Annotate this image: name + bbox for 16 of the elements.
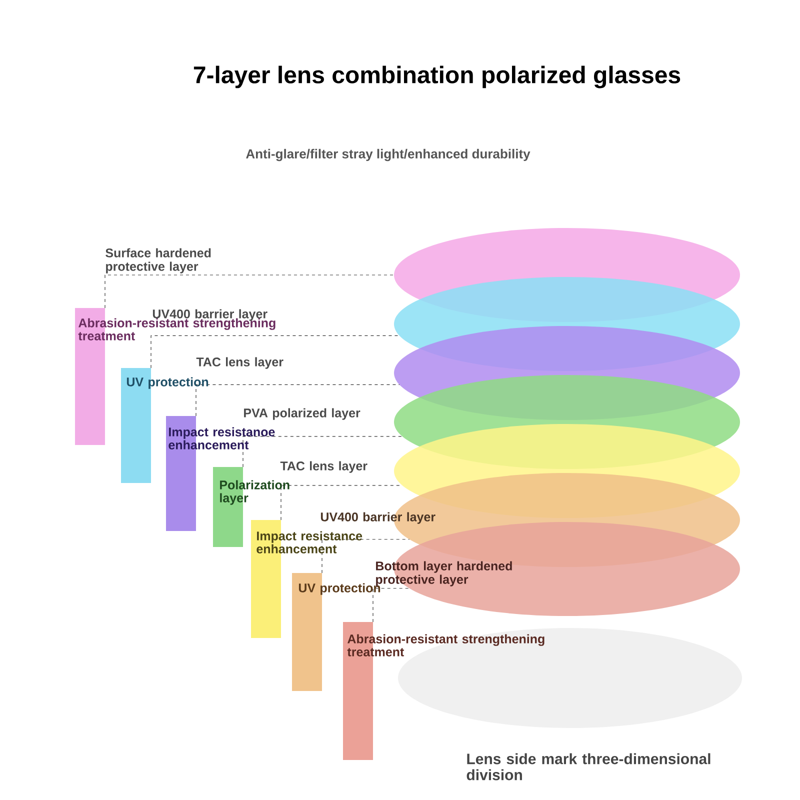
layer-bar [292,573,322,691]
layer-name: Surface hardened protective layer [106,248,211,274]
layer-name: UV400 barrier layer [320,512,436,524]
function-text: Abrasion-resistant strengthening treatment [347,634,544,656]
layer-name: PVA polarized layer [244,408,360,420]
leader-line [372,588,410,622]
leader-line [242,436,403,468]
function-text: UV protection [126,377,208,389]
subtitle: Anti-glare/filter stray light/enhanced durability [246,148,530,162]
layer-name: TAC lens layer [280,461,368,473]
layer-name: TAC lens layer [196,357,284,369]
note-text: Lens side mark three-dimensional division [466,753,710,780]
title: 7-layer lens combination polarized glasses [194,66,680,88]
leader-line [104,274,394,308]
leader-line [196,384,400,416]
leader-line [322,539,410,574]
